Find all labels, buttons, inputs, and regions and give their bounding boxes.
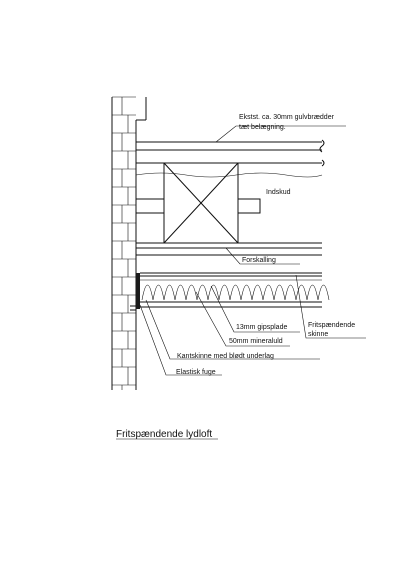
plasterboard (140, 301, 322, 308)
edge-rail-label: Kantskinne med blødt underlag (177, 353, 274, 360)
floorboards (136, 139, 325, 153)
free-rail-label-line2: skinne (308, 331, 328, 338)
floorboards-label-line2: tæt belægning. (239, 124, 286, 131)
mineral-wool-label: 50mm mineraluld (229, 338, 283, 345)
free-rail-label-line1: Fritspændende (308, 322, 355, 329)
edge-rail (130, 273, 140, 311)
batten (136, 247, 322, 256)
blocking-label: Indskud (266, 189, 291, 196)
elastic-joint-label: Elastisk fuge (176, 369, 216, 376)
leader-lines (139, 125, 366, 376)
mineral-wool (140, 279, 330, 301)
batten-label: Forskalling (242, 257, 276, 264)
plasterboard-label: 13mm gipsplade (236, 324, 287, 331)
floorboards-label-line1: Ekstst. ca. 30mm gulvbrædder (239, 114, 335, 121)
ceiling-rail (140, 272, 322, 277)
blocking-box (135, 162, 261, 244)
drawing-title: Fritspændende lydloft (116, 429, 212, 440)
